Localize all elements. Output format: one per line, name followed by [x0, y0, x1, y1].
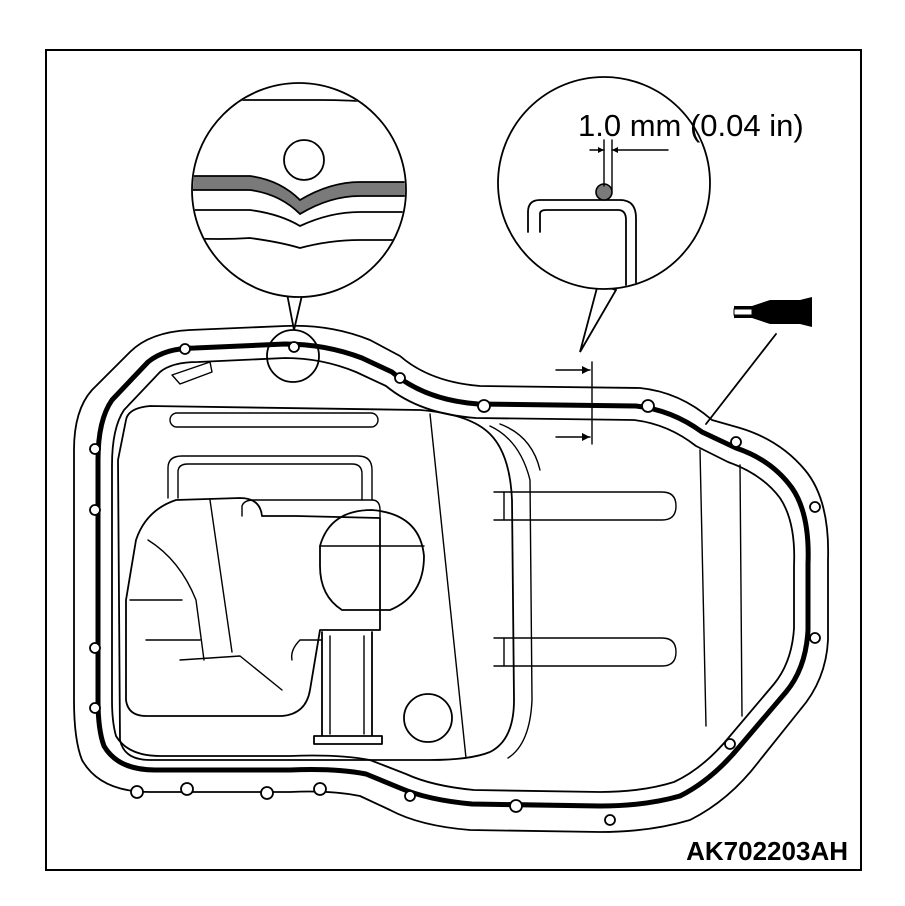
bolt-hole [89, 504, 101, 516]
pan-outer-flange [73, 324, 830, 833]
detail-marker-circle [266, 329, 320, 383]
pan-tab [171, 361, 213, 385]
pocket-inner [177, 463, 363, 501]
sump-wall-step [489, 425, 533, 759]
sump-wall [117, 405, 515, 761]
bolt-hole [404, 790, 416, 802]
bolt-hole [313, 782, 327, 796]
bolt-hole [89, 702, 101, 714]
rib-upper [493, 491, 677, 521]
bolt-hole [394, 372, 406, 384]
flange-edge [193, 209, 405, 227]
detail-circle [191, 82, 407, 298]
bolt-hole [809, 501, 821, 513]
bolt-hole [509, 799, 523, 813]
bolt-hole [730, 436, 742, 448]
rib-lower [493, 637, 677, 667]
drain-plug [403, 693, 453, 743]
bolt-hole [89, 642, 101, 654]
bolt-hole [89, 443, 101, 455]
figure-id-code: AK702203AH [686, 836, 848, 866]
bolt-hole [809, 632, 821, 644]
flange-profile [527, 199, 637, 288]
pocket [167, 455, 373, 501]
bolt-hole [641, 399, 655, 413]
sealant-bead-inner [111, 357, 796, 793]
bolt-hole [604, 814, 616, 826]
bolt-hole [477, 399, 491, 413]
slot [169, 412, 379, 428]
sealant-tube-icon [705, 297, 812, 425]
bolt-hole [130, 785, 144, 799]
baffle-plate [125, 497, 381, 717]
bolt-hole [260, 786, 274, 800]
strainer [319, 509, 425, 611]
bolt-hole-detail [283, 139, 325, 181]
dimension-label: 1.0 mm (0.04 in) [578, 108, 804, 143]
sump-wall-edge [499, 423, 541, 471]
bolt-hole [724, 738, 736, 750]
bead-width-indicator [555, 361, 593, 445]
oil-pan [73, 324, 830, 833]
bolt-hole [180, 782, 194, 796]
detail-callout-bead-offset: 1.0 mm (0.04 in) [497, 76, 804, 353]
baffle-details [129, 499, 283, 691]
leader-line [705, 333, 777, 425]
sealant-bead [193, 175, 405, 216]
sealant-bead-outer [95, 341, 811, 809]
baffle-flange [241, 499, 381, 519]
strainer-pipe [313, 631, 383, 745]
bolt-hole [288, 341, 300, 353]
bolt-hole [179, 343, 191, 355]
